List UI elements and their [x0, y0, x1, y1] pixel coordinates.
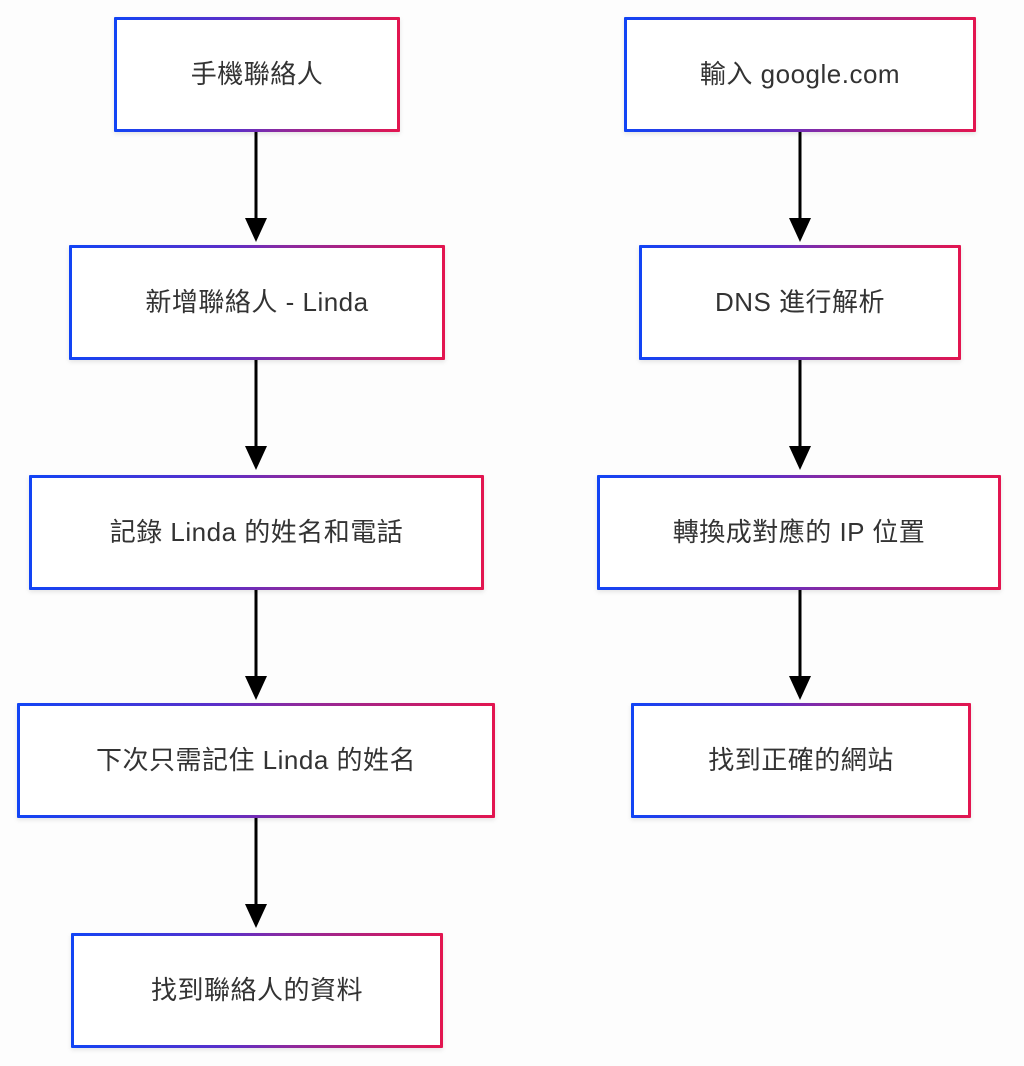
down-arrow-icon	[245, 218, 267, 242]
flow-connector-m1-m2	[784, 132, 816, 244]
flow-connector-n2-n3	[240, 360, 272, 472]
flow-connector-n4-n5	[240, 818, 272, 930]
flow-node-m3[interactable]: 轉換成對應的 IP 位置	[597, 475, 1001, 590]
flow-node-n4[interactable]: 下次只需記住 Linda 的姓名	[17, 703, 495, 818]
flow-node-n2[interactable]: 新增聯絡人 - Linda	[69, 245, 445, 360]
flow-connector-n1-n2	[240, 132, 272, 244]
flow-node-label: 新增聯絡人 - Linda	[145, 286, 369, 317]
flow-node-label: 手機聯絡人	[190, 58, 324, 89]
down-arrow-icon	[245, 676, 267, 700]
flow-node-n1[interactable]: 手機聯絡人	[114, 17, 400, 132]
down-arrow-icon	[245, 904, 267, 928]
flow-connector-m3-m4	[784, 590, 816, 702]
down-arrow-icon	[789, 446, 811, 470]
flow-node-label: 找到正確的網站	[708, 744, 894, 775]
flow-connector-m2-m3	[784, 360, 816, 472]
down-arrow-icon	[789, 218, 811, 242]
flow-node-label: 轉換成對應的 IP 位置	[672, 516, 926, 547]
flow-node-m4[interactable]: 找到正確的網站	[631, 703, 971, 818]
down-arrow-icon	[789, 676, 811, 700]
flow-connector-n3-n4	[240, 590, 272, 702]
flow-node-m1[interactable]: 輸入 google.com	[624, 17, 976, 132]
flow-node-n5[interactable]: 找到聯絡人的資料	[71, 933, 443, 1048]
flow-node-label: DNS 進行解析	[714, 286, 886, 317]
flow-node-m2[interactable]: DNS 進行解析	[639, 245, 961, 360]
flow-node-label: 記錄 Linda 的姓名和電話	[109, 516, 404, 547]
flow-node-label: 找到聯絡人的資料	[150, 974, 363, 1005]
flow-node-n3[interactable]: 記錄 Linda 的姓名和電話	[29, 475, 484, 590]
down-arrow-icon	[245, 446, 267, 470]
flow-node-label: 輸入 google.com	[699, 58, 901, 89]
flow-node-label: 下次只需記住 Linda 的姓名	[95, 744, 417, 775]
